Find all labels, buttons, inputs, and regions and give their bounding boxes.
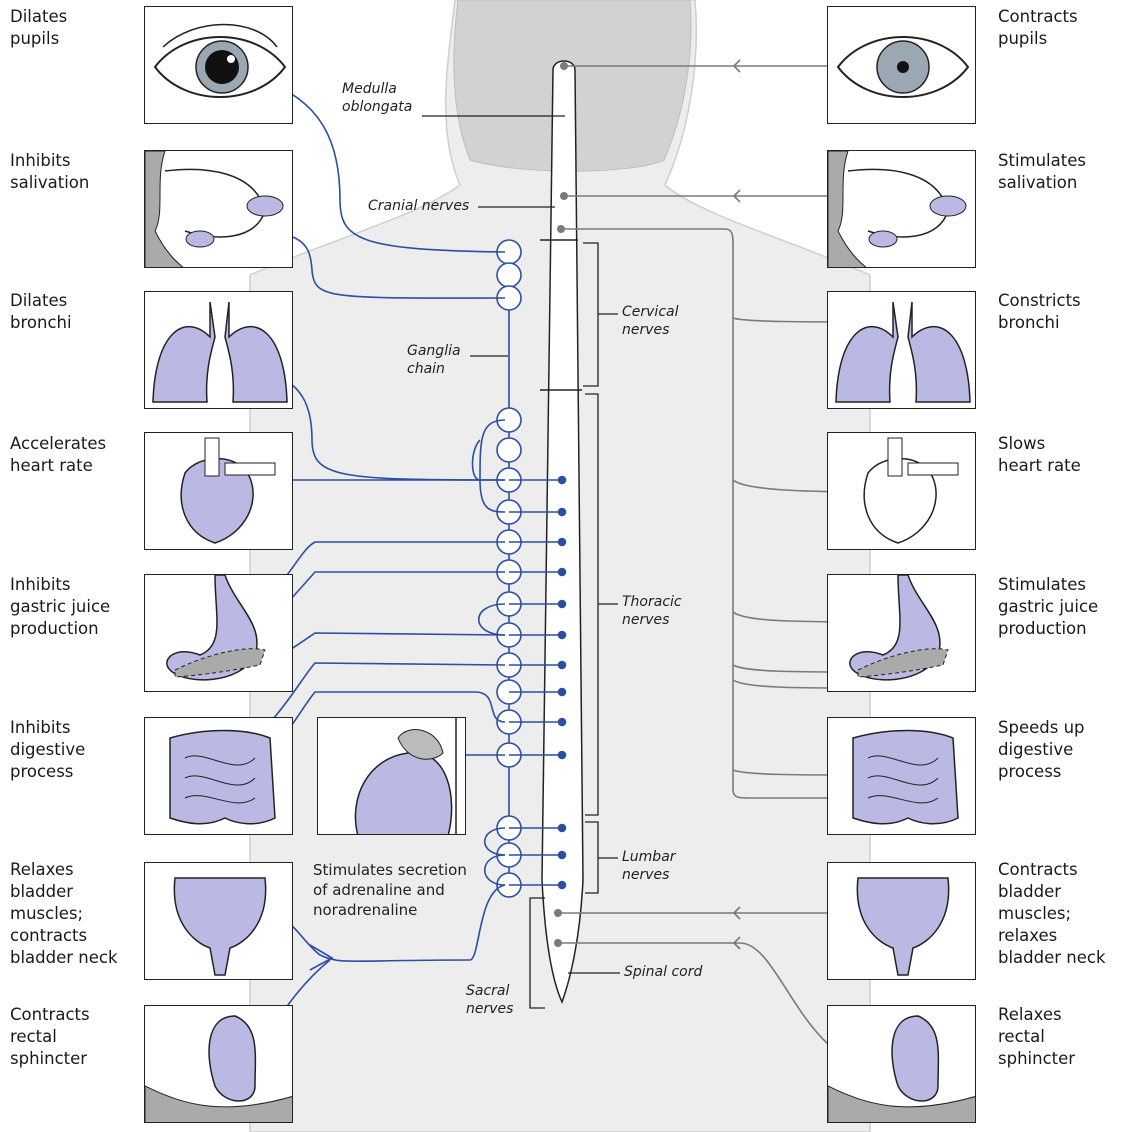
salivary-illustration-left <box>144 150 293 268</box>
cord-dot <box>559 882 566 889</box>
adrenal-illustration <box>317 717 466 835</box>
cord-dot <box>559 689 566 696</box>
rectum-illustration-left <box>144 1005 293 1123</box>
heart-illustration-right <box>827 432 976 550</box>
adrenal-note: Stimulates secretion of adrenaline and n… <box>313 860 483 920</box>
cord-dot <box>559 601 566 608</box>
cord-dot <box>559 752 566 759</box>
parasympathetic-origin-dot <box>560 192 568 200</box>
rectum-illustration-right <box>827 1005 976 1123</box>
stomach-illustration-left <box>144 574 293 692</box>
cord-dot <box>559 477 566 484</box>
eye-illustration-left <box>144 6 293 124</box>
lungs-illustration-left <box>144 291 293 409</box>
ganglia-label: Ganglia chain <box>407 342 461 378</box>
bladder-illustration-left <box>144 862 293 980</box>
cord-dot <box>559 509 566 516</box>
left-label-rectal: Contracts rectal sphincter <box>10 1004 90 1070</box>
lungs-illustration-right <box>827 291 976 409</box>
thoracic-label: Thoracic nerves <box>622 593 682 629</box>
cord-dot <box>559 632 566 639</box>
cranial-label: Cranial nerves <box>368 197 469 215</box>
left-label-bladder: Relaxes bladder muscles; contracts bladd… <box>10 859 118 969</box>
cord-dot <box>559 539 566 546</box>
ganglion <box>497 438 521 462</box>
parasympathetic-origin-dot <box>554 939 562 947</box>
left-label-gastric: Inhibits gastric juice production <box>10 574 110 640</box>
right-label-heart: Slows heart rate <box>998 433 1081 477</box>
right-label-gastric: Stimulates gastric juice production <box>998 574 1098 640</box>
cord-dot <box>559 825 566 832</box>
cord-dot <box>559 852 566 859</box>
cord-dot <box>559 569 566 576</box>
intestine-illustration-left <box>144 717 293 835</box>
left-label-heart: Accelerates heart rate <box>10 433 106 477</box>
left-label-salivation: Inhibits salivation <box>10 150 89 194</box>
parasympathetic-origin-dot <box>554 909 562 917</box>
left-label-bronchi: Dilates bronchi <box>10 290 72 334</box>
spinal-cord-label: Spinal cord <box>624 963 702 981</box>
stomach-illustration-right <box>827 574 976 692</box>
cervical-label: Cervical nerves <box>622 303 679 339</box>
right-label-rectal: Relaxes rectal sphincter <box>998 1004 1075 1070</box>
cord-dot <box>559 662 566 669</box>
parasympathetic-origin-dot <box>560 62 568 70</box>
medulla-label: Medulla oblongata <box>342 80 412 116</box>
cord-dot <box>559 719 566 726</box>
lumbar-label: Lumbar nerves <box>622 848 676 884</box>
sacral-label: Sacral nerves <box>466 982 513 1018</box>
left-label-pupils: Dilates pupils <box>10 6 67 50</box>
left-label-digestive: Inhibits digestive process <box>10 717 85 783</box>
ganglion <box>497 263 521 287</box>
right-label-bladder: Contracts bladder muscles; relaxes bladd… <box>998 859 1106 969</box>
bladder-illustration-right <box>827 862 976 980</box>
right-label-salivation: Stimulates salivation <box>998 150 1086 194</box>
eye-illustration-right <box>827 6 976 124</box>
right-label-digestive: Speeds up digestive process <box>998 717 1085 783</box>
right-label-pupils: Contracts pupils <box>998 6 1078 50</box>
salivary-illustration-right <box>827 150 976 268</box>
right-label-bronchi: Constricts bronchi <box>998 290 1081 334</box>
heart-illustration-left <box>144 432 293 550</box>
parasympathetic-origin-dot <box>557 225 565 233</box>
intestine-illustration-right <box>827 717 976 835</box>
